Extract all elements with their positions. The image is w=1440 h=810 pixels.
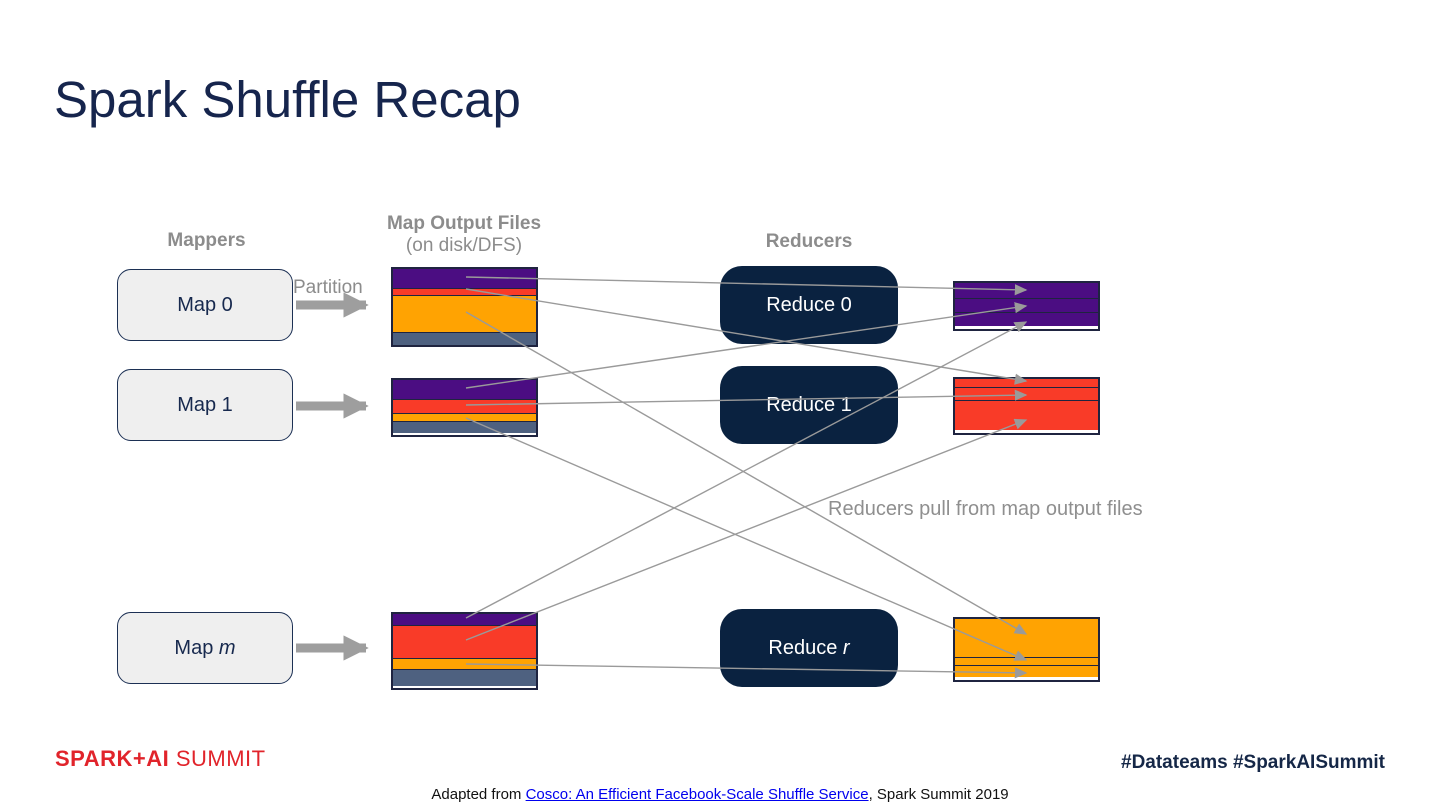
map-0-output-file-stack — [391, 267, 538, 347]
reduce-0-label: Reduce 0 — [766, 293, 852, 316]
partition-label: Partition — [293, 277, 363, 298]
map-1-output-file-stack — [391, 378, 538, 437]
map-0-partition-red — [393, 288, 536, 295]
map-m-label: Map m — [174, 636, 236, 659]
map-0-partition-orange — [393, 295, 536, 332]
map-output-files-header-line1: Map Output Files — [386, 213, 542, 234]
map-output-files-column-header: Map Output Files (on disk/DFS) — [378, 213, 550, 257]
reduce-1-chunk-from-map-1 — [955, 387, 1098, 400]
reduce-r-chunk-from-map-0 — [955, 619, 1098, 657]
reduce-0-chunk-from-map-0 — [955, 283, 1098, 298]
reduce-1-input-block — [953, 377, 1100, 435]
logo-spark-ai: SPARK+AI — [55, 746, 170, 771]
spark-ai-summit-logo: SPARK+AI SUMMIT — [55, 746, 266, 772]
map-m-box: Map m — [117, 612, 293, 684]
map-1-partition-orange — [393, 413, 536, 421]
logo-summit: SUMMIT — [169, 746, 266, 771]
pull-line-map-m-to-reduce-1 — [465, 418, 1028, 641]
citation-line: Adapted from Cosco: An Efficient Faceboo… — [0, 786, 1440, 803]
reduce-0-chunk-from-map-1 — [955, 298, 1098, 312]
reduce-r-label: Reduce r — [768, 636, 850, 659]
reduce-1-box: Reduce 1 — [720, 366, 898, 444]
map-m-partition-slate — [393, 669, 536, 686]
reduce-0-input-block — [953, 281, 1100, 331]
reduce-r-input-block — [953, 617, 1100, 682]
map-0-partition-slate — [393, 332, 536, 345]
reduce-1-chunk-from-map-m — [955, 400, 1098, 430]
reduce-1-label: Reduce 1 — [766, 393, 852, 416]
hashtags-text: #Datateams #SparkAISummit — [1121, 752, 1385, 773]
citation-prefix: Adapted from — [431, 786, 526, 803]
reduce-r-box: Reduce r — [720, 609, 898, 687]
map-0-box: Map 0 — [117, 269, 293, 341]
citation-suffix: , Spark Summit 2019 — [868, 786, 1009, 803]
map-output-files-header-line2: (on disk/DFS) — [405, 235, 523, 256]
mappers-column-header: Mappers — [167, 230, 246, 251]
map-0-partition-purple — [393, 269, 536, 288]
reduce-r-chunk-from-map-1 — [955, 657, 1098, 665]
map-m-partition-red — [393, 625, 536, 658]
map-m-partition-purple — [393, 614, 536, 625]
map-1-box: Map 1 — [117, 369, 293, 441]
map-0-label: Map 0 — [177, 293, 233, 316]
reduce-0-chunk-from-map-m — [955, 312, 1098, 326]
map-1-partition-red — [393, 399, 536, 413]
reduce-r-chunk-from-map-m — [955, 665, 1098, 677]
map-m-partition-orange — [393, 658, 536, 669]
pull-line-map-0-to-reduce-r — [465, 311, 1028, 635]
citation-link[interactable]: Cosco: An Efficient Facebook-Scale Shuff… — [525, 786, 869, 803]
page-title: Spark Shuffle Recap — [54, 71, 521, 128]
map-1-partition-slate — [393, 421, 536, 433]
reducers-column-header: Reducers — [765, 231, 853, 252]
map-1-label: Map 1 — [177, 393, 233, 416]
map-1-partition-purple — [393, 380, 536, 399]
reduce-1-chunk-from-map-0 — [955, 379, 1098, 387]
reduce-0-box: Reduce 0 — [720, 266, 898, 344]
map-m-output-file-stack — [391, 612, 538, 690]
pull-note-text: Reducers pull from map output files — [828, 498, 1143, 520]
